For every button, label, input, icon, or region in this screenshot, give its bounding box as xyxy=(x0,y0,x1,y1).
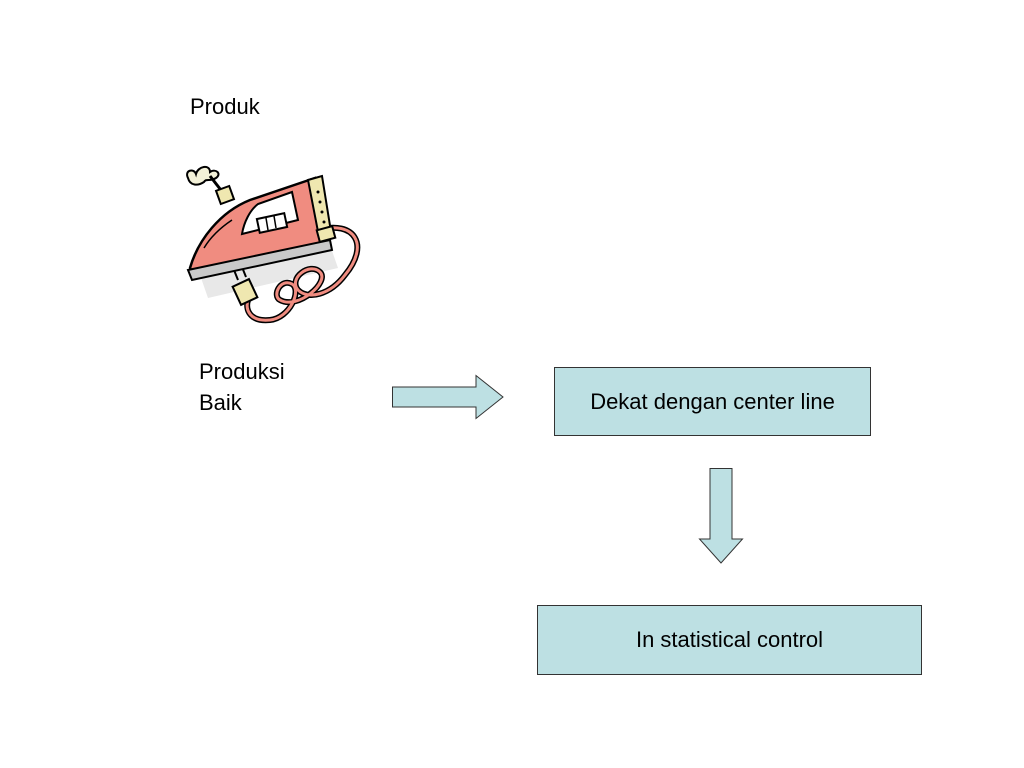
right-arrow-icon xyxy=(392,374,504,420)
center-line-box-text: Dekat dengan center line xyxy=(590,388,835,414)
production-label: Produksi Baik xyxy=(199,356,285,418)
clothes-iron-icon xyxy=(186,166,361,324)
production-label-line2: Baik xyxy=(199,390,242,415)
center-line-box: Dekat dengan center line xyxy=(554,367,871,436)
down-arrow-icon xyxy=(698,468,744,564)
product-label: Produk xyxy=(190,94,260,119)
statistical-control-box-text: In statistical control xyxy=(635,627,824,652)
production-label-line1: Produksi xyxy=(199,359,285,384)
statistical-control-box: In statistical control xyxy=(537,605,922,675)
